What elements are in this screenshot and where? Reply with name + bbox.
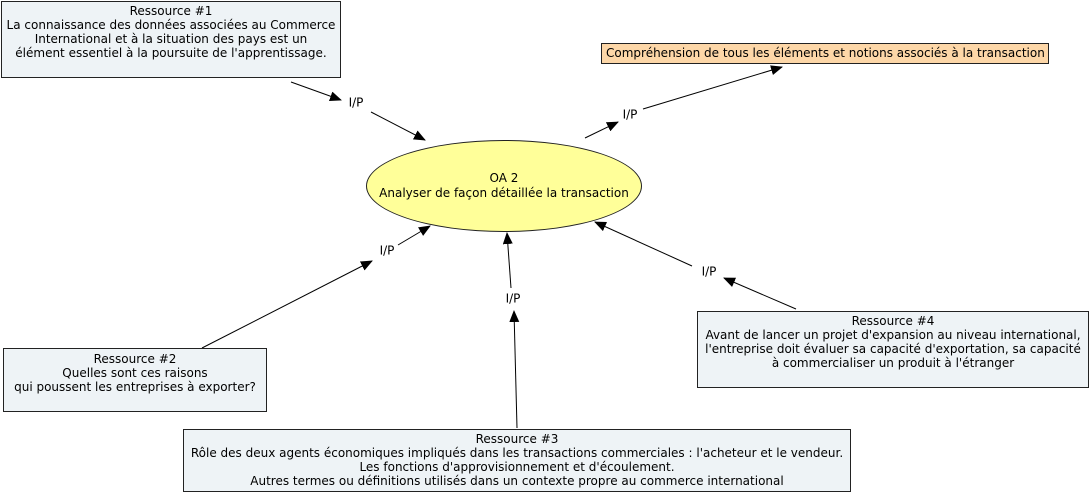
resource-node-2[interactable]: Ressource #2 Quelles sont ces raisons qu… bbox=[3, 348, 267, 412]
resource-title: Ressource #2 bbox=[93, 352, 177, 366]
resource-line: l'entreprise doit évaluer sa capacité d'… bbox=[705, 342, 1081, 356]
resource-line: Quelles sont ces raisons bbox=[62, 366, 208, 380]
resource-node-3[interactable]: Ressource #3 Rôle des deux agents économ… bbox=[183, 429, 851, 492]
target-node[interactable]: Compréhension de tous les éléments et no… bbox=[601, 43, 1049, 64]
resource-line: Rôle des deux agents économiques impliqu… bbox=[190, 446, 844, 460]
resource-line: La connaissance des données associées au… bbox=[6, 18, 336, 32]
connector-r3-segment-2 bbox=[502, 232, 513, 289]
resource-title: Ressource #1 bbox=[129, 4, 213, 18]
connector-label-r2: I/P bbox=[377, 243, 397, 258]
resource-line: Autres termes ou définitions utilisés da… bbox=[250, 474, 784, 488]
resource-line: International et à la situation des pays… bbox=[34, 32, 308, 46]
connector-r1-segment-1 bbox=[290, 81, 342, 101]
connector-label-r3: I/P bbox=[503, 291, 523, 306]
connector-label-out: I/P bbox=[620, 107, 640, 122]
connector-r2-segment-1 bbox=[201, 260, 373, 349]
resource-line: qui poussent les entreprises à exporter? bbox=[14, 380, 256, 394]
center-subtitle: Analyser de façon détaillée la transacti… bbox=[379, 186, 629, 200]
resource-line: Les fonctions d'approvisionnement et d'é… bbox=[359, 460, 675, 474]
resource-title: Ressource #3 bbox=[475, 432, 559, 446]
connector-r4-segment-2 bbox=[594, 221, 693, 267]
connector-r2-segment-2 bbox=[397, 225, 431, 246]
resource-line: Avant de lancer un projet d'expansion au… bbox=[705, 328, 1081, 342]
target-text: Compréhension de tous les éléments et no… bbox=[606, 46, 1045, 60]
connector-r3-segment-1 bbox=[509, 310, 520, 429]
connector-out-segment-2 bbox=[642, 65, 783, 110]
center-node[interactable]: OA 2 Analyser de façon détaillée la tran… bbox=[366, 140, 642, 232]
center-title: OA 2 bbox=[489, 171, 519, 185]
resource-node-4[interactable]: Ressource #4 Avant de lancer un projet d… bbox=[697, 311, 1089, 388]
resource-node-1[interactable]: Ressource #1 La connaissance des données… bbox=[1, 1, 341, 78]
connector-label-r1: I/P bbox=[346, 95, 366, 110]
connector-label-r4: I/P bbox=[699, 264, 719, 279]
resource-title: Ressource #4 bbox=[851, 314, 935, 328]
connector-r1-segment-2 bbox=[370, 111, 426, 141]
resource-line: élément essentiel à la poursuite de l'ap… bbox=[15, 46, 327, 60]
connector-out-segment-1 bbox=[584, 121, 619, 139]
connector-r4-segment-1 bbox=[723, 277, 797, 310]
resource-line: à commercialiser un produit à l'étranger bbox=[771, 356, 1015, 370]
